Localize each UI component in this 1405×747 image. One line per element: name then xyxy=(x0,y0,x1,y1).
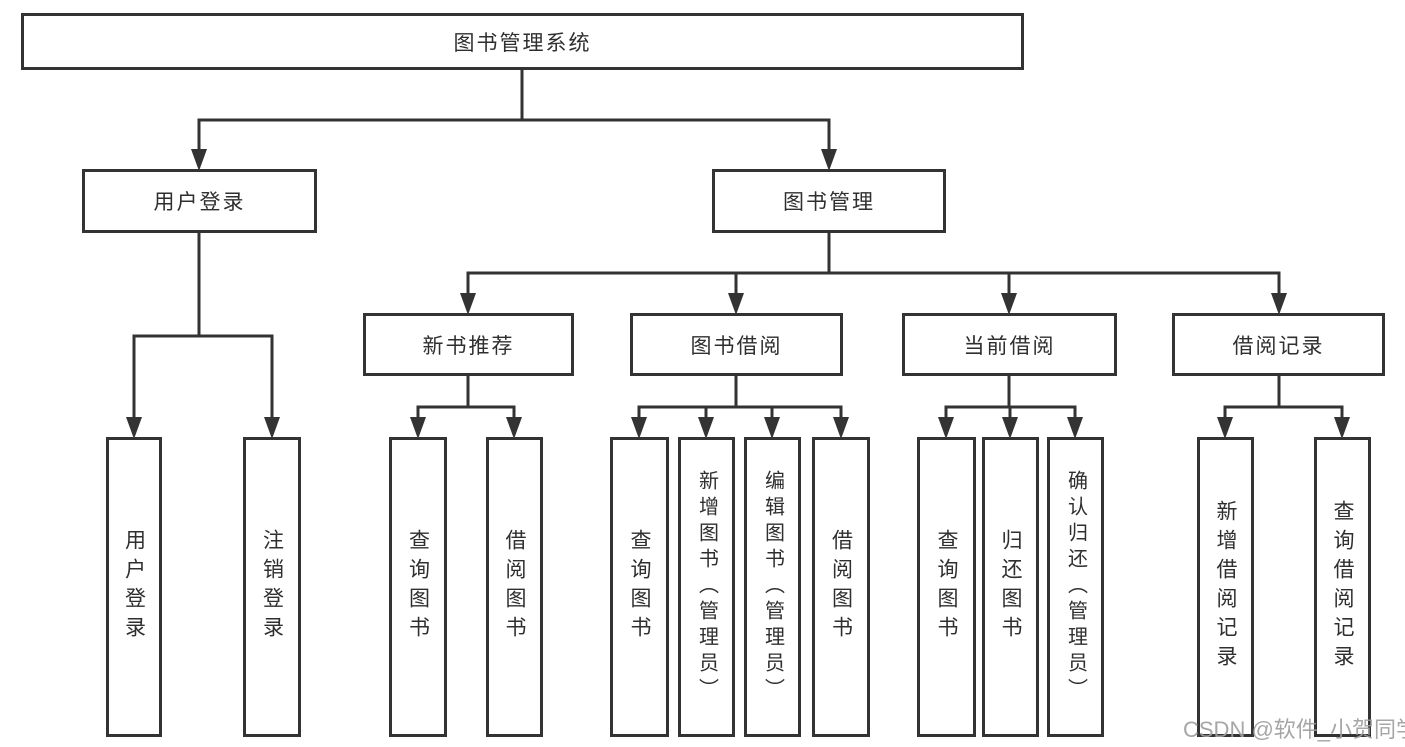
node-book-management-label: 图书管理 xyxy=(783,191,875,214)
leaf-borrow-borrow-book: 借阅图书 xyxy=(812,437,870,737)
leaf-borrow-borrow-book-label: 借阅图书 xyxy=(829,529,853,645)
node-new-book-recommend-label: 新书推荐 xyxy=(422,334,515,358)
leaf-newbooks-borrow-book-label: 借阅图书 xyxy=(503,529,526,645)
leaf-borrow-query-book: 查询图书 xyxy=(610,437,669,737)
leaf-borrow-add-book-admin: 新增图书（管理员） xyxy=(678,437,735,737)
leaf-current-confirm-return-admin: 确认归还（管理员） xyxy=(1047,437,1104,737)
leaf-records-query-record: 查询借阅记录 xyxy=(1314,437,1371,737)
node-user-login-label: 用户登录 xyxy=(153,191,246,214)
leaf-current-confirm-return-admin-label: 确认归还（管理员） xyxy=(1064,470,1087,704)
leaf-current-return-book: 归还图书 xyxy=(982,437,1039,737)
leaf-newbooks-query-book: 查询图书 xyxy=(389,437,447,737)
watermark: CSDN @软件_小贺同学 xyxy=(1183,717,1405,742)
node-borrow-records: 借阅记录 xyxy=(1172,313,1385,376)
leaf-logout: 注销登录 xyxy=(243,437,301,737)
node-user-login: 用户登录 xyxy=(82,169,317,233)
leaf-records-add-record-label: 新增借阅记录 xyxy=(1214,500,1237,674)
leaf-borrow-add-book-admin-label: 新增图书（管理员） xyxy=(695,470,718,704)
node-book-management: 图书管理 xyxy=(712,169,946,233)
leaf-borrow-query-book-label: 查询图书 xyxy=(628,529,651,645)
leaf-logout-label: 注销登录 xyxy=(260,529,284,645)
leaf-current-return-book-label: 归还图书 xyxy=(999,529,1022,645)
leaf-user-login: 用户登录 xyxy=(106,437,162,737)
node-book-borrow-label: 图书借阅 xyxy=(690,334,783,358)
node-borrow-records-label: 借阅记录 xyxy=(1232,334,1325,358)
leaf-borrow-edit-book-admin-label: 编辑图书（管理员） xyxy=(761,470,784,704)
node-root-label: 图书管理系统 xyxy=(453,31,592,55)
node-root: 图书管理系统 xyxy=(21,13,1024,70)
leaf-newbooks-query-book-label: 查询图书 xyxy=(406,529,430,645)
leaf-user-login-label: 用户登录 xyxy=(122,529,146,645)
leaf-current-query-book-label: 查询图书 xyxy=(935,529,958,645)
node-book-borrow: 图书借阅 xyxy=(630,313,843,376)
node-current-borrow: 当前借阅 xyxy=(902,313,1117,376)
leaf-records-query-record-label: 查询借阅记录 xyxy=(1331,500,1354,674)
leaf-records-add-record: 新增借阅记录 xyxy=(1197,437,1254,737)
leaf-borrow-edit-book-admin: 编辑图书（管理员） xyxy=(744,437,801,737)
leaf-newbooks-borrow-book: 借阅图书 xyxy=(486,437,543,737)
node-current-borrow-label: 当前借阅 xyxy=(963,334,1056,358)
leaf-current-query-book: 查询图书 xyxy=(917,437,976,737)
node-new-book-recommend: 新书推荐 xyxy=(363,313,574,376)
